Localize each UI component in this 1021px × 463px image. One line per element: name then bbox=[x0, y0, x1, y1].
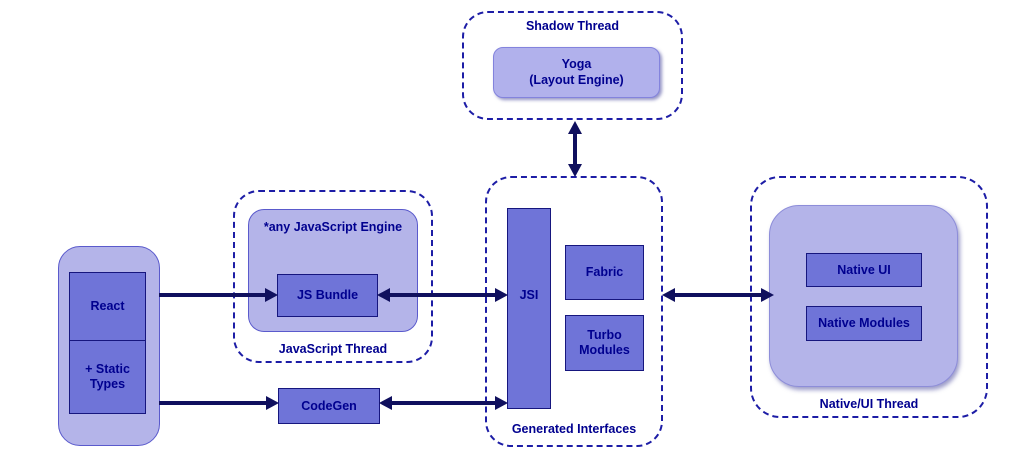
static-types-box: + Static Types bbox=[69, 339, 146, 414]
arrow-shadow-generated-bidirectional bbox=[568, 121, 582, 177]
generated-interfaces-label: Generated Interfaces bbox=[511, 421, 637, 436]
generated-interfaces-group: Generated Interfaces bbox=[485, 176, 663, 447]
jsi-label: JSI bbox=[519, 288, 539, 302]
yoga-label-line2: (Layout Engine) bbox=[529, 72, 624, 87]
yoga-layout-engine-box: Yoga (Layout Engine) bbox=[493, 47, 660, 98]
jsi-box: JSI bbox=[507, 208, 551, 409]
native-ui-label: Native UI bbox=[837, 262, 891, 277]
javascript-thread-group: JavaScript Thread bbox=[233, 190, 433, 363]
js-engine-label: *any JavaScript Engine bbox=[263, 220, 403, 234]
js-bundle-label: JS Bundle bbox=[296, 288, 359, 302]
turbo-modules-label: Turbo Modules bbox=[579, 328, 630, 357]
react-box: React bbox=[69, 272, 146, 341]
js-bundle-box: JS Bundle bbox=[277, 274, 378, 317]
turbo-modules-box: Turbo Modules bbox=[565, 315, 644, 371]
arrow-react-to-codegen bbox=[159, 396, 279, 410]
arrow-codegen-jsi-bidirectional bbox=[379, 396, 508, 410]
codegen-label: CodeGen bbox=[301, 398, 357, 413]
arrow-react-to-js-bundle bbox=[159, 288, 278, 302]
native-ui-box: Native UI bbox=[806, 253, 922, 287]
yoga-label-line1: Yoga bbox=[561, 56, 592, 71]
native-inner-container bbox=[769, 205, 958, 387]
shadow-thread-label: Shadow Thread bbox=[525, 19, 620, 33]
native-modules-box: Native Modules bbox=[806, 306, 922, 341]
arrow-generated-native-bidirectional bbox=[662, 288, 774, 302]
fabric-label: Fabric bbox=[585, 265, 624, 279]
shadow-thread-group: Shadow Thread bbox=[462, 11, 683, 120]
native-ui-thread-label: Native/UI Thread bbox=[819, 396, 919, 411]
fabric-box: Fabric bbox=[565, 245, 644, 300]
react-label: React bbox=[90, 299, 125, 313]
static-types-label: + Static Types bbox=[85, 361, 130, 391]
native-modules-label: Native Modules bbox=[818, 316, 910, 330]
codegen-box: CodeGen bbox=[278, 388, 380, 424]
javascript-thread-label: JavaScript Thread bbox=[278, 341, 388, 356]
arrow-js-bundle-jsi-bidirectional bbox=[377, 288, 508, 302]
native-ui-thread-group: Native/UI Thread bbox=[750, 176, 988, 418]
